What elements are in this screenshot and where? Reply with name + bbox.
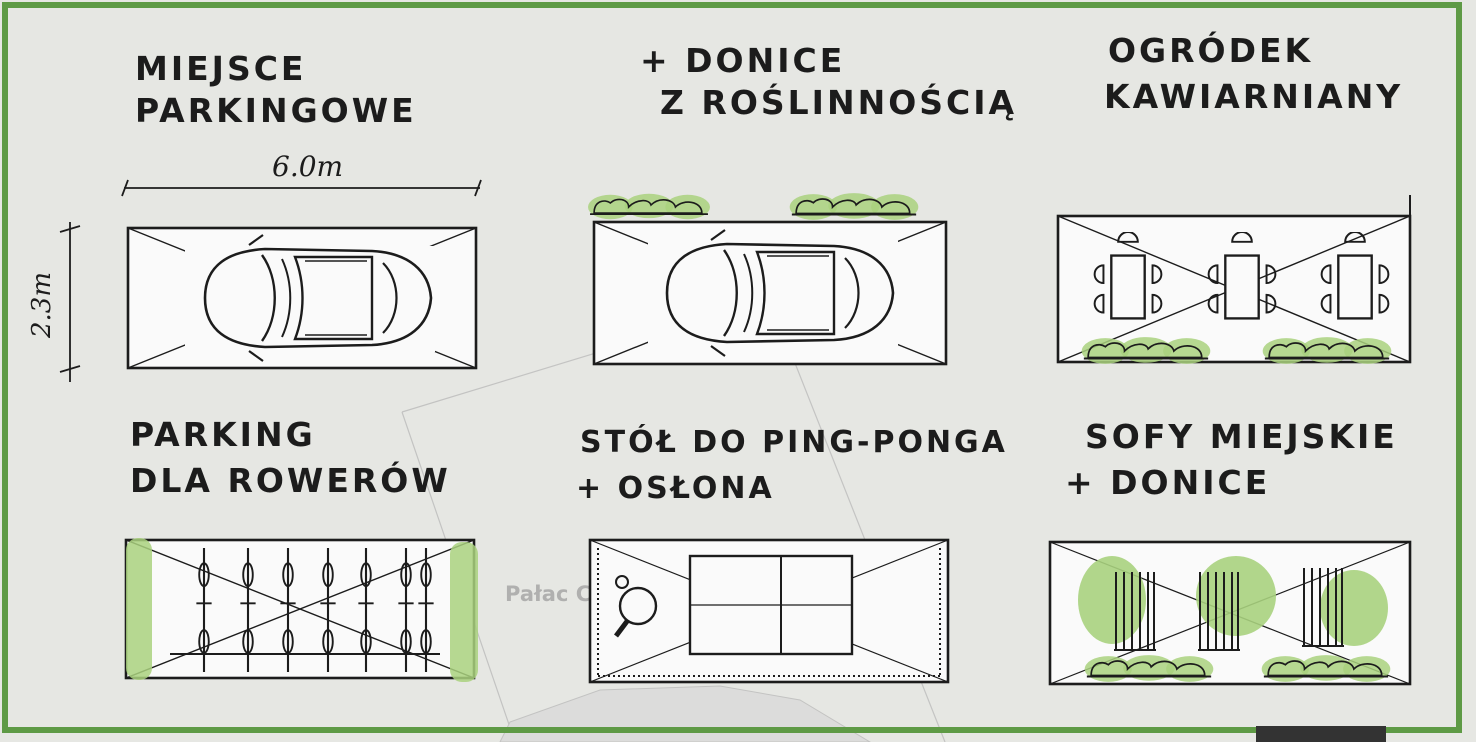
panel-ping-pong: STÓŁ DO PING-PONGA + OSŁONA [576,423,1008,684]
panel-title-line2: KAWIARNIANY [1104,77,1403,116]
dimension-width: 6.0m [121,150,482,197]
dimension-width-label: 6.0m [272,150,343,183]
planter-shrubs-icon [1080,336,1212,366]
planter-strip [126,538,152,680]
dimension-depth-label: 2.3m [27,272,57,339]
planter-shrubs-icon [1261,336,1393,366]
panel-title-line1: PARKING [130,415,316,454]
panel-cafe-garden: OGRÓDEK KAWIARNIANY [1056,30,1412,366]
dimension-depth: 2.3m [27,222,81,382]
panel-parking-space: MIEJSCE PARKINGOWE 6.0m 2.3m [27,49,482,382]
panel-title-line1: STÓŁ DO PING-PONGA [580,423,1008,460]
planter-shrubs-icon [1083,654,1215,684]
panel-title-line2: + OSŁONA [576,471,775,506]
panel-bike-parking: PARKING DLA ROWERÓW [124,415,478,682]
planter-strip [450,542,478,682]
panel-city-sofas: SOFY MIEJSKIE + DONICE [1048,417,1412,686]
ping-pong-paddle-icon [614,575,658,638]
planter-shrubs-icon [1260,654,1392,684]
panel-title-line1: + DONICE [640,41,845,80]
frame-notch [1256,726,1386,742]
planter-shrubs-icon [588,192,710,221]
panel-title-line1: OGRÓDEK [1108,30,1313,70]
panel-planters: + DONICE Z ROŚLINNOŚCIĄ [588,41,1017,366]
panel-title-line2: PARKINGOWE [135,91,417,130]
frame-border [2,2,1462,733]
planter-shrubs-icon [788,192,920,222]
panel-title-line1: SOFY MIEJSKIE [1085,417,1398,456]
panel-title-line2: DLA ROWERÓW [130,460,451,500]
panel-title-line1: MIEJSCE [135,49,306,88]
panel-title-line2: + DONICE [1065,463,1270,502]
panel-title-line2: Z ROŚLINNOŚCIĄ [660,82,1017,122]
